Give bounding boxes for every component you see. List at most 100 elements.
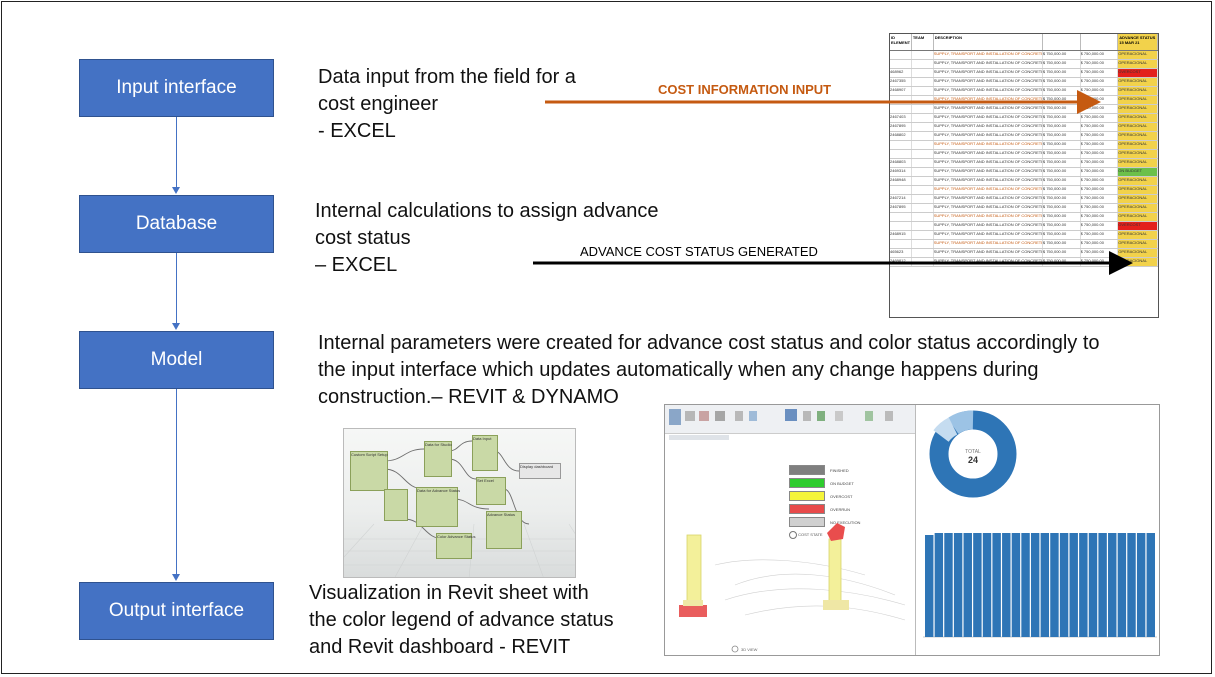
bar (982, 533, 992, 637)
table-cell-status: OPERACIONAL (1118, 195, 1158, 203)
table-cell-v2: $ 750,000.00 (1081, 150, 1119, 158)
legend-swatch (789, 517, 825, 527)
table-cell-desc: SUPPLY, TRANSPORT AND INSTALLATION OF CO… (934, 114, 1043, 122)
table-cell-team (912, 159, 934, 167)
desc-line: the color legend of advance status (309, 609, 614, 631)
table-cell-status: OPERACIONAL (1118, 177, 1158, 185)
header-cell (1043, 34, 1081, 50)
legend-item: ON BUDGET (789, 478, 860, 488)
legend-item: OVERCOST (789, 491, 860, 501)
table-cell-id: 2468803 (890, 159, 912, 167)
table-cell-team (912, 87, 934, 95)
table-cell-team (912, 222, 934, 230)
table-cell-id (890, 222, 912, 230)
step-input-interface: Input interface (79, 59, 274, 117)
bar (1030, 533, 1040, 637)
desc-line: Internal parameters were created for adv… (318, 332, 1100, 354)
connector-line (176, 389, 177, 575)
table-cell-team (912, 249, 934, 257)
table-cell-desc: SUPPLY, TRANSPORT AND INSTALLATION OF CO… (934, 87, 1043, 95)
legend-item: OVERRUN (789, 504, 860, 514)
legend-label: FINISHED (830, 467, 849, 473)
bar (1069, 533, 1078, 637)
legend-swatch (789, 478, 825, 488)
dynamo-node-title: Data for Advance Status (417, 488, 461, 493)
status-generated-label: ADVANCE COST STATUS GENERATED (580, 244, 818, 259)
table-cell-status: OPERACIONAL (1118, 132, 1158, 140)
table-cell-v2: $ 750,000.00 (1081, 78, 1119, 86)
table-cell-desc: SUPPLY, TRANSPORT AND INSTALLATION OF CO… (934, 213, 1043, 221)
table-cell-v2: $ 750,000.00 (1081, 186, 1119, 194)
table-cell-id: 2467355 (890, 78, 912, 86)
table-cell-v2: $ 750,000.00 (1081, 168, 1119, 176)
bar (1127, 533, 1136, 637)
bar (1136, 533, 1146, 637)
table-cell-v2: $ 750,000.00 (1081, 87, 1119, 95)
connector-arrowhead (172, 187, 180, 194)
spreadsheet-rows: SUPPLY, TRANSPORT AND INSTALLATION OF CO… (890, 51, 1158, 267)
table-cell-id (890, 150, 912, 158)
dynamo-node (476, 477, 506, 505)
bar (1050, 533, 1059, 637)
table-cell-team (912, 123, 934, 131)
table-cell-team (912, 195, 934, 203)
table-cell-status: OPERACIONAL (1118, 141, 1158, 149)
spreadsheet-header: ID ELEMENT TEAM DESCRIPTION ADVANCE STAT… (890, 34, 1158, 51)
table-cell-id: 465623 (890, 249, 912, 257)
table-cell-v2: $ 750,000.00 (1081, 114, 1119, 122)
table-cell-v2: $ 750,000.00 (1081, 123, 1119, 131)
bar (1011, 533, 1021, 637)
table-cell-v1: $ 750,000.00 (1043, 123, 1081, 131)
table-cell-v2: $ 750,000.00 (1081, 213, 1119, 221)
table-cell-desc: SUPPLY, TRANSPORT AND INSTALLATION OF CO… (934, 51, 1043, 59)
table-cell-team (912, 132, 934, 140)
dynamo-node (436, 533, 472, 559)
table-cell-desc: SUPPLY, TRANSPORT AND INSTALLATION OF CO… (934, 222, 1043, 230)
table-cell-desc: SUPPLY, TRANSPORT AND INSTALLATION OF CO… (934, 168, 1043, 176)
cost-input-label: COST INFORMATION INPUT (658, 82, 832, 97)
revit-3d-view: 3D VIEW (679, 523, 906, 653)
table-cell-status: OPERACIONAL (1118, 231, 1158, 239)
table-cell-v2: $ 750,000.00 (1081, 69, 1119, 77)
legend-item: NO EXECUTION (789, 517, 860, 527)
connector-line (176, 253, 177, 323)
table-cell-id: 2467895 (890, 204, 912, 212)
table-cell-desc: SUPPLY, TRANSPORT AND INSTALLATION OF CO… (934, 132, 1043, 140)
header-cell (1081, 34, 1119, 50)
view-label: 3D VIEW (741, 647, 758, 652)
table-cell-v1: $ 750,000.00 (1043, 114, 1081, 122)
bar (1088, 533, 1098, 637)
table-cell-status: ON BUDGET (1118, 168, 1158, 176)
dynamo-node-title: Color Advance Status (437, 534, 476, 539)
table-cell-v2: $ 750,000.00 (1081, 240, 1119, 248)
dynamo-node-title: Data for Studio (425, 442, 452, 447)
header-cell: ADVANCE STATUS 15 MAR 21 (1118, 34, 1158, 50)
table-cell-status: OPERACIONAL (1118, 105, 1158, 113)
table-cell-v1: $ 750,000.00 (1043, 78, 1081, 86)
bar (992, 533, 1001, 637)
table-cell-status: OPERACIONAL (1118, 78, 1158, 86)
table-cell-v1: $ 750,000.00 (1043, 159, 1081, 167)
bar (1117, 533, 1127, 637)
table-cell-desc: SUPPLY, TRANSPORT AND INSTALLATION OF CO… (934, 186, 1043, 194)
table-cell-status: OVERCOST (1118, 69, 1158, 77)
table-cell-desc: SUPPLY, TRANSPORT AND INSTALLATION OF CO… (934, 204, 1043, 212)
table-cell-v1: $ 750,000.00 (1043, 195, 1081, 203)
revit-dashboard-screenshot: FINISHED ON BUDGET OVERCOST OVERRUN NO EXECU… (664, 404, 1160, 656)
table-row: SUPPLY, TRANSPORT AND INSTALLATION OF CO… (890, 222, 1158, 231)
bar (1002, 533, 1011, 637)
desc-line: Data input from the field for a (318, 66, 576, 88)
dynamo-graph-screenshot: Custom Script Setup Data for Studio Data… (343, 428, 576, 578)
table-row: SUPPLY, TRANSPORT AND INSTALLATION OF CO… (890, 186, 1158, 195)
table-cell-v1: $ 750,000.00 (1043, 141, 1081, 149)
bar (1079, 533, 1088, 637)
table-cell-team (912, 168, 934, 176)
table-cell-status: OPERACIONAL (1118, 159, 1158, 167)
table-cell-team (912, 105, 934, 113)
